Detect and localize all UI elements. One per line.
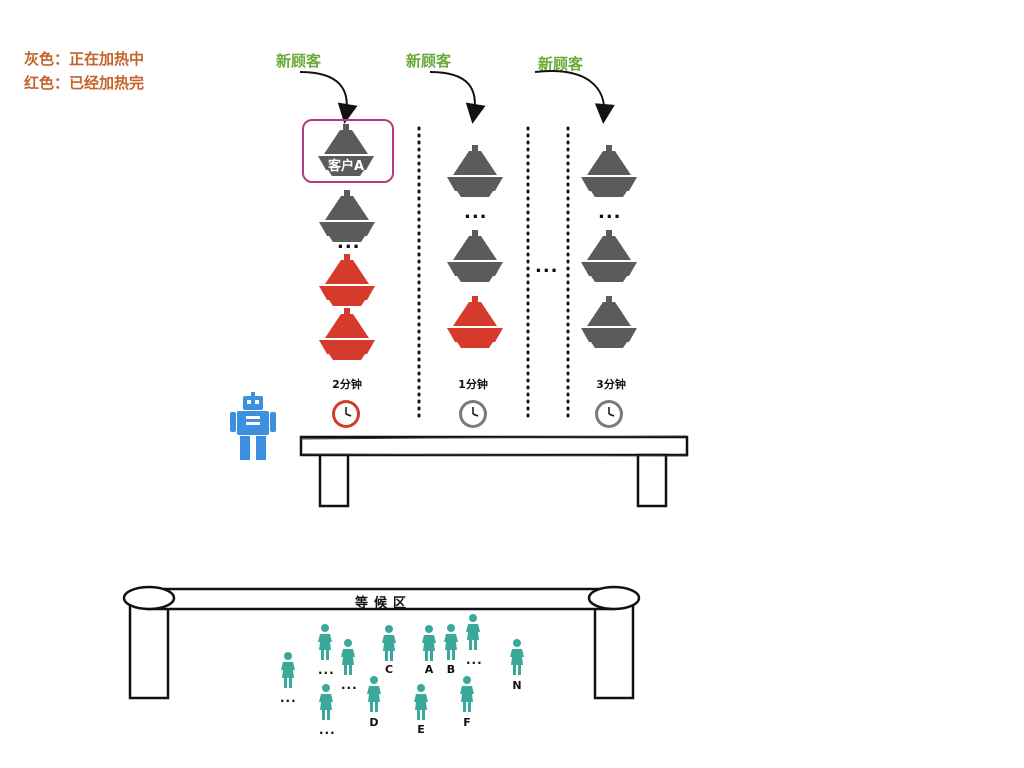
- customer-a-highlight: [302, 119, 394, 183]
- person-label-e: E: [417, 723, 425, 736]
- timer-label-col1: 2分钟: [332, 378, 362, 391]
- people-ellipsis-5: ...: [319, 723, 336, 737]
- people-ellipsis-3: ...: [341, 678, 358, 692]
- people-ellipsis-1: ...: [280, 691, 297, 705]
- person-label-f: F: [463, 716, 471, 729]
- person-icon: [444, 624, 458, 660]
- arrow-3: [534, 70, 615, 124]
- ellipsis-between: ...: [535, 256, 559, 277]
- person-icon: [460, 676, 474, 712]
- person-icon: [422, 625, 436, 661]
- clock-icon: [459, 400, 487, 428]
- timer-label-col3: 3分钟: [596, 378, 626, 391]
- timer-label-col2: 1分钟: [458, 378, 488, 391]
- person-icon: [382, 625, 396, 661]
- legend-red: 红色：已经加热完: [24, 74, 145, 92]
- person-icon: [414, 684, 428, 720]
- person-icon: [367, 676, 381, 712]
- new-customer-label-2: 新顾客: [406, 52, 452, 70]
- person-label-b: B: [446, 663, 456, 676]
- robot-icon: [230, 392, 276, 460]
- ellipsis-col1: ...: [337, 232, 361, 253]
- clock-icon: [595, 400, 623, 428]
- person-label-a: A: [424, 663, 434, 676]
- person-icon: [341, 639, 355, 675]
- ellipsis-col2: ...: [464, 202, 488, 223]
- person-icon: [319, 684, 333, 720]
- arrow-1: [299, 71, 358, 124]
- person-icon: [318, 624, 332, 660]
- new-customer-label-3: 新顾客: [538, 55, 584, 73]
- person-label-d: D: [369, 716, 379, 729]
- legend-gray: 灰色：正在加热中: [24, 50, 145, 68]
- new-customer-label-1: 新顾客: [276, 52, 322, 70]
- ellipsis-col3: ...: [598, 202, 622, 223]
- person-icon: [281, 652, 295, 688]
- clock-icon: [332, 400, 360, 428]
- person-label-n: N: [512, 679, 522, 692]
- people-ellipsis-4: ...: [466, 653, 483, 667]
- waiting-area-label: 等候区: [355, 596, 413, 611]
- people-ellipsis-2: ...: [318, 663, 335, 677]
- person-icon: [510, 639, 524, 675]
- customer-a-label: 客户A: [328, 159, 365, 174]
- person-icon: [466, 614, 480, 650]
- person-label-c: C: [384, 663, 394, 676]
- arrow-2: [429, 71, 486, 124]
